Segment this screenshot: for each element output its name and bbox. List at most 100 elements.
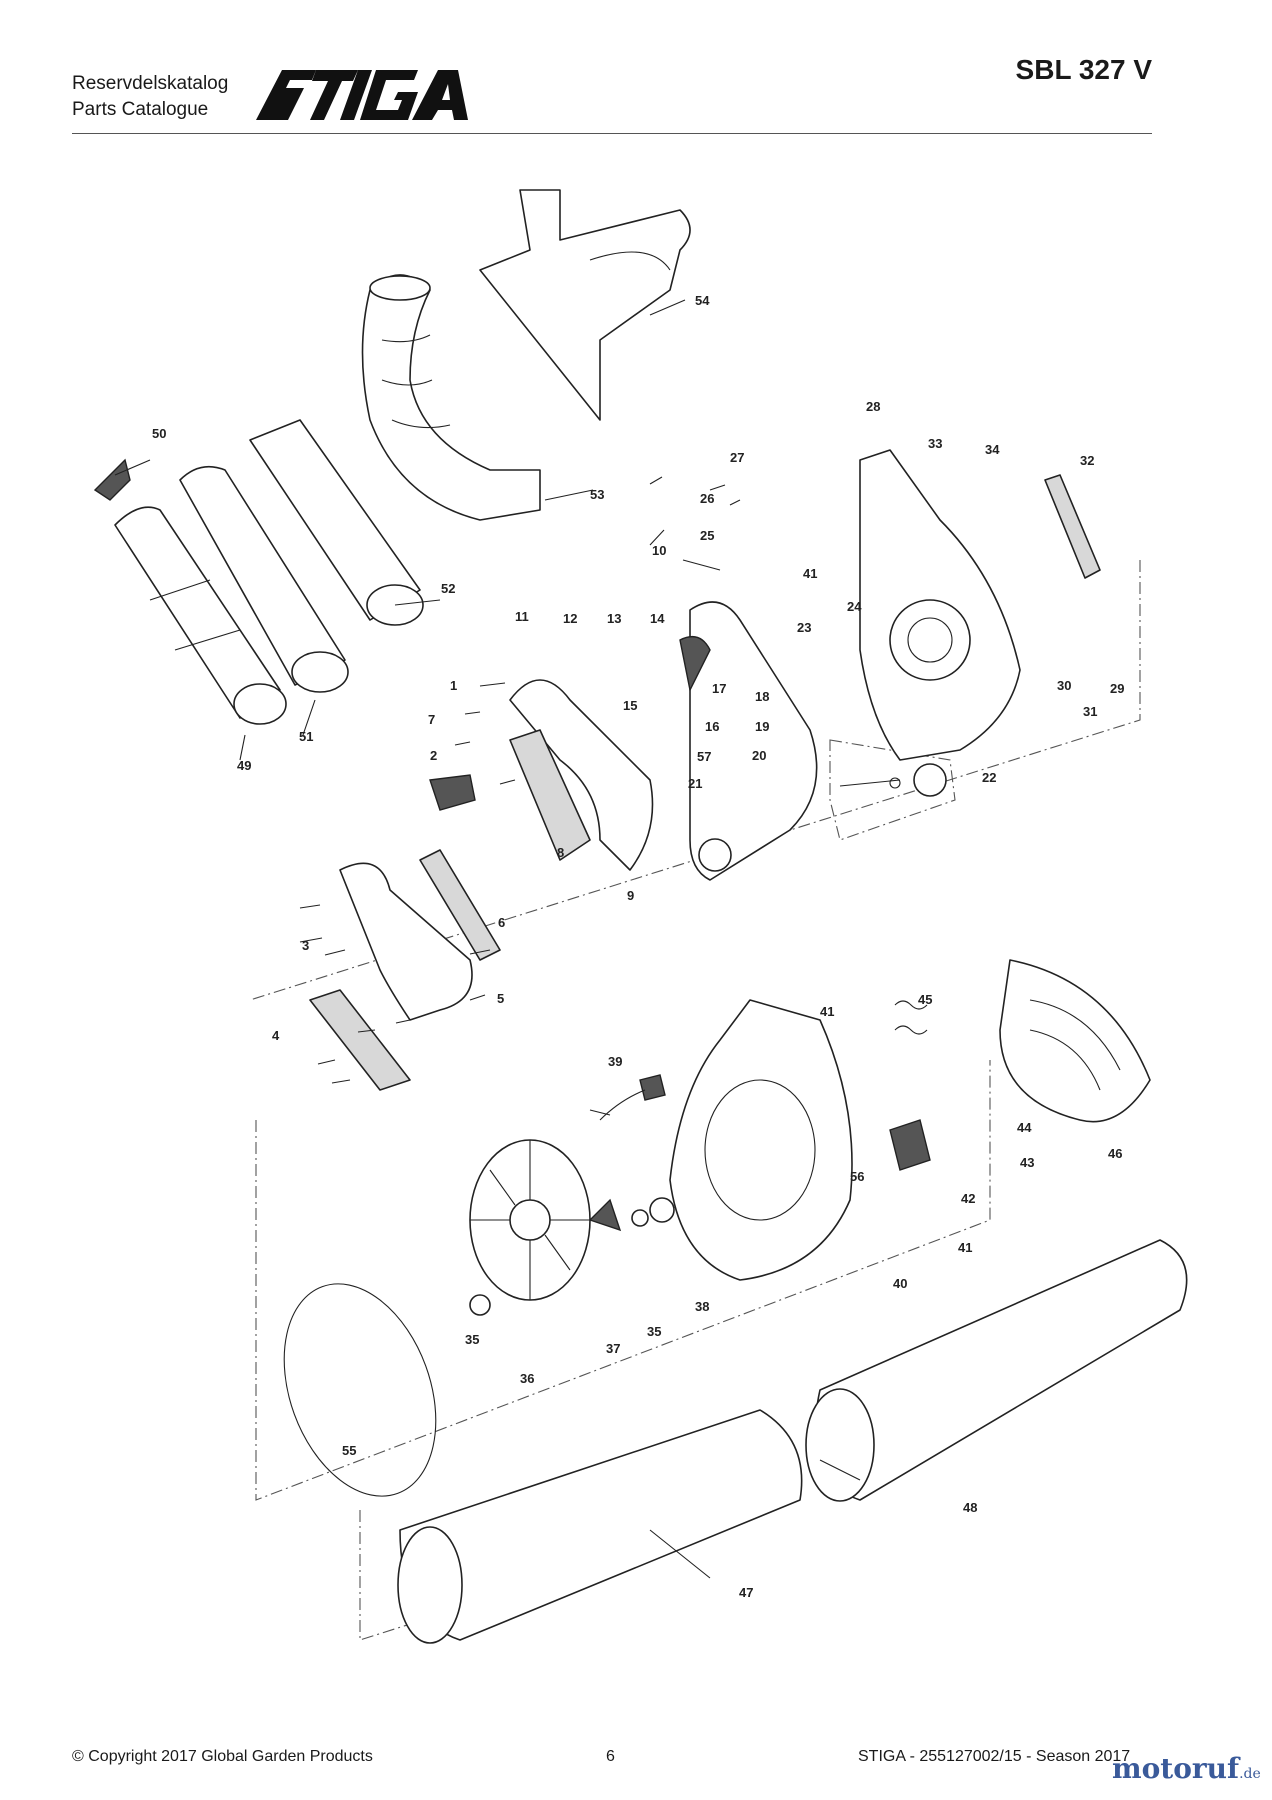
callout-39: 39	[608, 1054, 622, 1069]
side-cover-strip	[1044, 474, 1101, 579]
callout-2: 2	[430, 748, 437, 763]
callout-8: 8	[557, 845, 564, 860]
callout-30: 30	[1057, 678, 1071, 693]
callout-45: 45	[918, 992, 932, 1007]
callout-38: 38	[695, 1299, 709, 1314]
callout-41-bottom: 41	[958, 1240, 972, 1255]
callout-7: 7	[428, 712, 435, 727]
callout-31: 31	[1083, 704, 1097, 719]
switch-bracket	[889, 1119, 931, 1171]
callout-44: 44	[1017, 1120, 1032, 1135]
callout-55: 55	[342, 1443, 356, 1458]
callout-24: 24	[847, 599, 862, 614]
callout-25: 25	[700, 528, 714, 543]
switch-knob	[429, 774, 476, 811]
callout-27: 27	[730, 450, 744, 465]
rear-handle-frame	[689, 601, 818, 881]
collection-bag	[479, 189, 691, 421]
callout-47: 47	[739, 1585, 753, 1600]
callout-6: 6	[498, 915, 505, 930]
callout-36: 36	[520, 1371, 534, 1386]
stiga-logo	[256, 70, 468, 120]
header-rule	[72, 133, 1152, 134]
model-name: SBL 327 V	[1015, 54, 1152, 85]
spark-plug-cap	[839, 763, 947, 797]
coupling-star	[588, 1198, 622, 1232]
callout-56: 56	[850, 1169, 864, 1184]
callout-5: 5	[497, 991, 504, 1006]
handle-group-outline	[249, 560, 1141, 1001]
callout-46: 46	[1108, 1146, 1122, 1161]
callout-33: 33	[928, 436, 942, 451]
footer-document-reference: STIGA - 255127002/15 - Season 2017	[858, 1748, 1131, 1765]
callout-52: 52	[441, 581, 455, 596]
callout-18: 18	[755, 689, 769, 704]
handle-grip-cover	[509, 729, 591, 861]
callout-13: 13	[607, 611, 621, 626]
callout-3: 3	[302, 938, 309, 953]
nozzle-insert	[93, 458, 131, 501]
leader-lines	[114, 299, 861, 1579]
blower-tube-round	[179, 465, 349, 693]
callout-35-right: 35	[647, 1324, 661, 1339]
callout-15: 15	[623, 698, 637, 713]
side-grip	[419, 849, 501, 961]
callout-43: 43	[1020, 1155, 1034, 1170]
gasket-ring	[283, 1283, 437, 1497]
fan-impeller	[469, 1139, 591, 1301]
callout-19: 19	[755, 719, 769, 734]
callout-57: 57	[697, 749, 711, 764]
fan-housing-group-outline	[255, 1060, 991, 1501]
washers	[469, 1197, 675, 1316]
callout-49: 49	[237, 758, 251, 773]
callout-11: 11	[515, 609, 529, 624]
callout-20: 20	[752, 748, 766, 763]
callout-29: 29	[1110, 681, 1124, 696]
springs	[894, 1000, 928, 1035]
callout-16: 16	[705, 719, 719, 734]
callout-54: 54	[695, 293, 710, 308]
exploded-parts-diagram: 1 2 3 4 5 6 7 8 9 10 11 12 13 14 15 16 1…	[93, 189, 1188, 1644]
callout-48: 48	[963, 1500, 977, 1515]
suction-elbow-tube	[361, 274, 541, 521]
callout-28: 28	[866, 399, 880, 414]
callout-42: 42	[961, 1191, 975, 1206]
throttle-trigger	[679, 636, 711, 693]
callout-40: 40	[893, 1276, 907, 1291]
callout-22: 22	[982, 770, 996, 785]
callout-9: 9	[627, 888, 634, 903]
callout-51: 51	[299, 729, 313, 744]
callout-32: 32	[1080, 453, 1094, 468]
callout-numbers: 1 2 3 4 5 6 7 8 9 10 11 12 13 14 15 16 1…	[152, 293, 1124, 1600]
footer-copyright: © Copyright 2017 Global Garden Products	[72, 1748, 373, 1765]
catalog-title-english: Parts Catalogue	[72, 99, 209, 120]
callout-41-top: 41	[820, 1004, 834, 1019]
lower-handle-cover	[309, 989, 411, 1091]
handle-upper-half	[509, 679, 654, 871]
footer-page-number: 6	[606, 1748, 615, 1765]
callout-41-cover: 41	[803, 566, 817, 581]
blower-tube-flat	[249, 419, 424, 626]
callout-26: 26	[700, 491, 714, 506]
watermark: motoruf.de	[1112, 1752, 1261, 1785]
blower-tube-inner	[397, 1409, 803, 1644]
ignition-lead	[599, 1074, 666, 1121]
blower-nozzle	[114, 506, 287, 725]
callout-17: 17	[712, 681, 726, 696]
fan-volute-housing	[669, 999, 853, 1281]
callout-34: 34	[985, 442, 1000, 457]
fan-cover-guard	[999, 959, 1151, 1123]
callout-4: 4	[272, 1028, 280, 1043]
spark-plug-group-outline	[829, 739, 956, 841]
callout-1: 1	[450, 678, 457, 693]
callout-14: 14	[650, 611, 665, 626]
callout-21: 21	[688, 776, 702, 791]
engine-cover	[859, 449, 1021, 761]
callout-35-left: 35	[465, 1332, 479, 1347]
blower-tube-outer	[805, 1239, 1188, 1502]
callout-50: 50	[152, 426, 166, 441]
callout-12: 12	[563, 611, 577, 626]
callout-23: 23	[797, 620, 811, 635]
callout-37: 37	[606, 1341, 620, 1356]
callout-53: 53	[590, 487, 604, 502]
